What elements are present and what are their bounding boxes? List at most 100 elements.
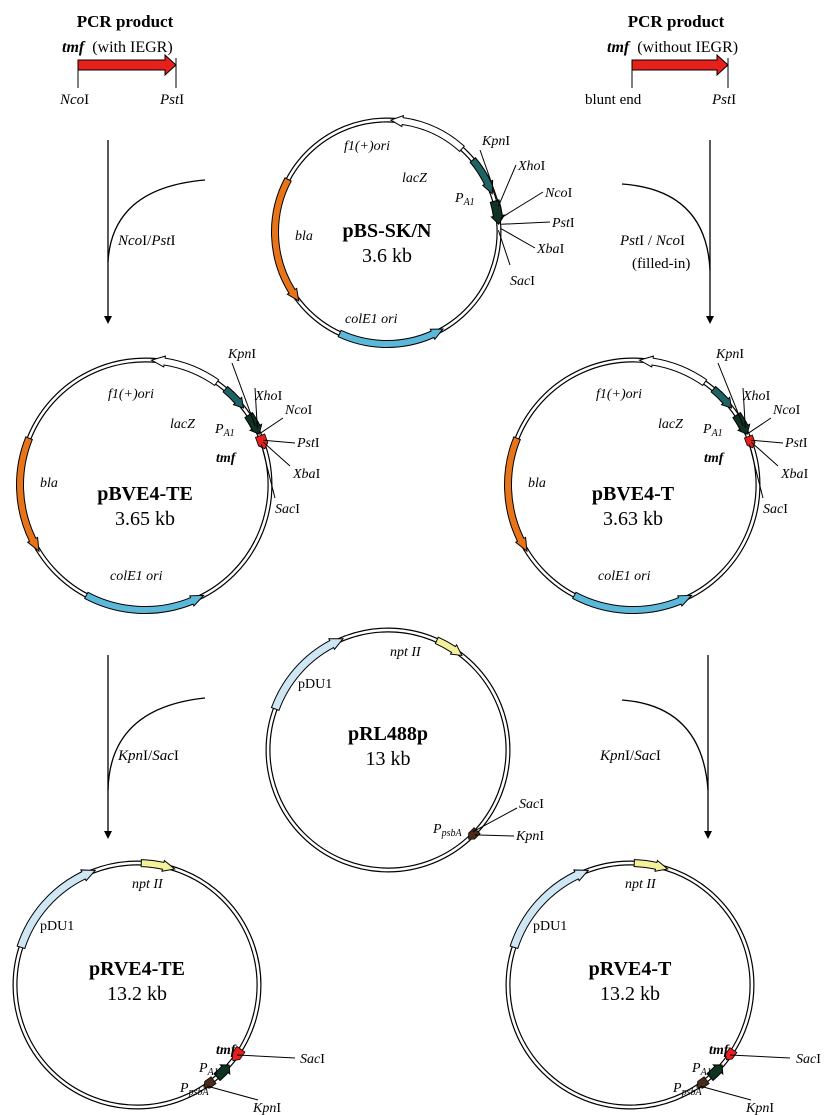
pbve4te-features bbox=[16, 355, 269, 614]
prl488p-label-pdu1: pDU1 bbox=[298, 677, 332, 692]
pcr-left-header: PCR product bbox=[77, 12, 174, 31]
nptii-arrow bbox=[434, 636, 463, 657]
curve-right-2 bbox=[621, 699, 709, 791]
pa1-promoter bbox=[706, 1064, 724, 1082]
tmf-marker bbox=[231, 1045, 246, 1062]
pbve4te-xhoi-line bbox=[254, 387, 258, 429]
lacz-arrow bbox=[469, 157, 494, 195]
pbve4t-label-lacz: lacZ bbox=[658, 417, 683, 432]
prve4t-label-pdu1: pDU1 bbox=[533, 919, 567, 934]
nptii-arrow bbox=[633, 859, 669, 872]
pdu1-arrow bbox=[16, 869, 97, 950]
pbve4te-label-pa1: PA1 bbox=[214, 422, 235, 439]
plasmid-pbve4-t: pBVE4-T 3.63 kb f1(+)ori lacZ bla colE1 … bbox=[504, 347, 809, 614]
step-left-1: NcoI/PstI bbox=[117, 233, 176, 249]
prl488p-label-nptii: npt II bbox=[390, 645, 422, 660]
pdu1-arrow bbox=[509, 869, 590, 950]
pbve4t-label-cole1: colE1 ori bbox=[598, 569, 651, 584]
pbs-name: pBS-SK/N bbox=[343, 220, 432, 242]
pcr-product-right: PCR product tmf (without IEGR) blunt end… bbox=[585, 12, 738, 108]
pa1-promoter bbox=[732, 411, 751, 435]
pbs-size: 3.6 kb bbox=[362, 245, 412, 267]
prve4t-label-tmf: tmf bbox=[709, 1043, 730, 1058]
pbve4te-psti-label: PstI bbox=[296, 436, 320, 451]
pa1-promoter bbox=[489, 199, 506, 225]
pbve4t-saci-line bbox=[748, 444, 764, 499]
pbs-label-cole1: colE1 ori bbox=[345, 312, 398, 327]
prl488p-saci-line bbox=[472, 807, 518, 833]
pbve4t-features bbox=[504, 355, 756, 614]
f1ori-arrow bbox=[389, 114, 465, 153]
prve4t-name: pRVE4-T bbox=[589, 958, 672, 980]
pbve4te-label-bla: bla bbox=[40, 476, 58, 491]
prve4te-size: 13.2 kb bbox=[107, 983, 167, 1005]
pbve4te-xbai-label: XbaI bbox=[292, 467, 321, 482]
pbs-label-pa1: PA1 bbox=[454, 191, 475, 208]
pbs-xhoi-label: XhoI bbox=[517, 159, 546, 174]
prve4t-label-pa1: PA1 bbox=[691, 1061, 712, 1078]
pcr-left-site-nco: NcoI bbox=[59, 92, 89, 108]
pbs-ncoi-label: NcoI bbox=[544, 186, 573, 201]
pcr-product-left: PCR product tmf (with IEGR) NcoI PstI bbox=[59, 12, 184, 108]
nptii-arrow bbox=[140, 859, 176, 872]
prl488p-kpni-label: KpnI bbox=[515, 829, 544, 844]
cole1-arrow bbox=[83, 591, 205, 614]
pbve4te-ncoi-line bbox=[260, 417, 284, 434]
pcr-right-note: (without IEGR) bbox=[637, 39, 738, 56]
pbve4t-psti-label: PstI bbox=[784, 436, 808, 451]
pbve4t-label-tmf: tmf bbox=[704, 451, 725, 466]
tmf-marker bbox=[725, 1047, 738, 1061]
pbve4te-name: pBVE4-TE bbox=[97, 483, 193, 505]
pcr-right-arrow bbox=[631, 53, 729, 77]
prl488p-saci-label: SacI bbox=[519, 797, 544, 812]
prve4te-label-ppsba: PpsbA bbox=[179, 1081, 209, 1098]
prve4te-label-pa1: PA1 bbox=[198, 1061, 219, 1078]
prve4t-saci-line bbox=[729, 1054, 791, 1059]
prl488p-features bbox=[270, 636, 481, 840]
pbs-xbai-line bbox=[500, 227, 536, 249]
cole1-arrow bbox=[337, 328, 445, 348]
prl488p-size: 13 kb bbox=[366, 748, 411, 770]
pbve4te-kpni-line bbox=[231, 362, 256, 427]
prve4te-saci-label: SacI bbox=[300, 1052, 325, 1067]
pcr-right-site-blunt: blunt end bbox=[585, 92, 642, 108]
pbve4te-psti-line bbox=[263, 439, 296, 444]
curve-right-1 bbox=[621, 183, 711, 271]
pbs-label-lacz: lacZ bbox=[402, 171, 427, 186]
lacz-arrow bbox=[710, 385, 733, 409]
pbve4te-saci-label: SacI bbox=[275, 502, 300, 517]
pbve4te-ncoi-label: NcoI bbox=[284, 403, 313, 418]
pbve4t-name: pBVE4-T bbox=[592, 483, 675, 505]
pbs-psti-line bbox=[501, 221, 551, 225]
prve4te-kpni-label: KpnI bbox=[252, 1101, 281, 1115]
prl488p-label-ppsba: PpsbA bbox=[432, 822, 462, 839]
pbve4te-label-cole1: colE1 ori bbox=[110, 569, 163, 584]
pbve4t-size: 3.63 kb bbox=[603, 508, 663, 530]
prve4te-features bbox=[16, 859, 246, 1089]
prve4t-kpni-label: KpnI bbox=[745, 1101, 774, 1115]
prve4te-sites: SacI KpnI bbox=[207, 1052, 325, 1115]
plasmid-pbs-sk-n: pBS-SK/N 3.6 kb f1(+)ori lacZ bla colE1 … bbox=[271, 114, 575, 348]
pa1-promoter bbox=[244, 411, 263, 435]
pbs-features bbox=[271, 114, 506, 348]
pbs-label-f1ori: f1(+)ori bbox=[344, 139, 390, 154]
step-right-1: PstI / NcoI bbox=[619, 233, 685, 249]
pbve4t-psti-line bbox=[751, 439, 784, 444]
prve4te-name: pRVE4-TE bbox=[89, 958, 185, 980]
step-right-1-note: (filled-in) bbox=[632, 256, 690, 272]
pbs-label-bla: bla bbox=[295, 229, 313, 244]
pbs-saci-label: SacI bbox=[510, 274, 535, 289]
plasmid-prve4-t: pRVE4-T 13.2 kb pDU1 npt II tmf PA1 Ppsb… bbox=[505, 859, 821, 1115]
pbs-kpni-label: KpnI bbox=[481, 134, 510, 149]
prve4t-label-ppsba: PpsbA bbox=[672, 1081, 702, 1098]
curve-left-1 bbox=[107, 179, 206, 263]
prve4t-size: 13.2 kb bbox=[600, 983, 660, 1005]
prve4t-features bbox=[509, 859, 738, 1089]
prve4t-kpni-line bbox=[700, 1085, 752, 1101]
lacz-arrow bbox=[222, 385, 245, 409]
